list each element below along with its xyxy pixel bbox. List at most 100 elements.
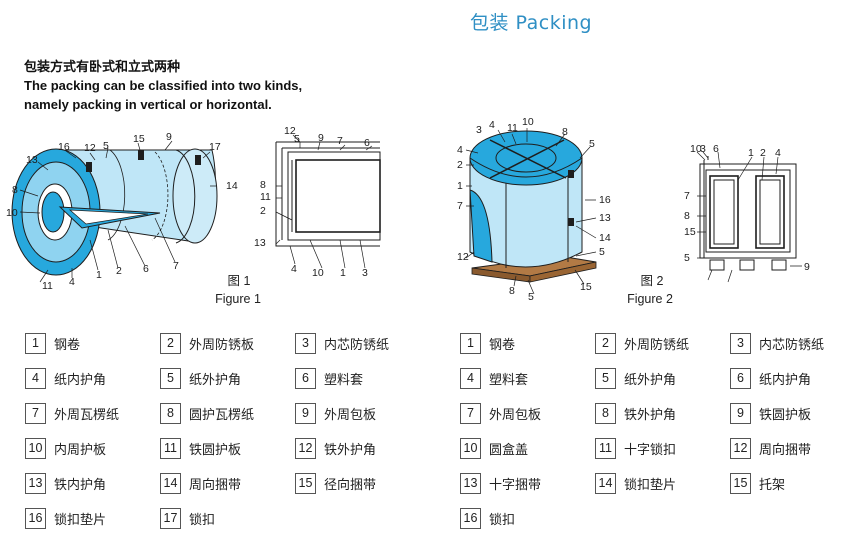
callout: 8 <box>12 184 18 196</box>
legend-item: 1 钢卷 <box>460 332 515 354</box>
legend-number: 14 <box>595 472 616 494</box>
diagram-canvas: 16 12 5 15 9 17 13 8 10 14 11 4 1 2 6 7 … <box>6 116 810 303</box>
callout: 12 <box>284 125 296 137</box>
legend-number: 10 <box>460 437 481 459</box>
page-title: 包装 Packing <box>470 12 593 34</box>
legend-number: 16 <box>25 507 46 529</box>
legend-label: 锁扣垫片 <box>624 477 677 493</box>
legend-number: 8 <box>595 402 616 424</box>
callout: 2 <box>116 265 122 277</box>
legend-number: 5 <box>595 367 616 389</box>
callout: 8 <box>509 285 515 297</box>
legend-label: 纸内护角 <box>759 372 812 388</box>
legend-number: 6 <box>295 367 316 389</box>
intro-text: 包装方式有卧式和立式两种 The packing can be classifi… <box>24 57 302 114</box>
callout: 5 <box>599 246 605 258</box>
legend-number: 2 <box>160 332 181 354</box>
legend-label: 外周防锈纸 <box>624 337 690 353</box>
figure1-horizontal-coil-drawing <box>11 148 218 276</box>
callout: 4 <box>457 144 463 156</box>
legend-label: 外周包板 <box>489 407 542 423</box>
legend-label: 锁扣垫片 <box>54 512 107 528</box>
leader-lines <box>19 128 802 295</box>
legend-number: 14 <box>160 472 181 494</box>
callout: 2 <box>760 147 766 159</box>
legend-number: 3 <box>730 332 751 354</box>
legend-label: 锁扣 <box>489 512 516 528</box>
legend-label: 外周防锈板 <box>189 337 255 353</box>
legend-number: 12 <box>295 437 316 459</box>
legend-number: 3 <box>295 332 316 354</box>
callout: 5 <box>528 291 534 303</box>
figure1-caption-en: Figure 1 <box>215 292 261 306</box>
callout: 10 <box>522 116 534 128</box>
legend-label: 内周护板 <box>54 442 107 458</box>
figure1-caption-cn: 图 1 <box>227 274 251 288</box>
callout: 1 <box>748 147 754 159</box>
callout: 3 <box>476 124 482 136</box>
callout: 12 <box>84 142 96 154</box>
callout: 3 <box>362 267 368 279</box>
callout: 7 <box>337 135 343 147</box>
callout: 1 <box>340 267 346 279</box>
callout: 6 <box>143 263 149 275</box>
legend-number: 13 <box>25 472 46 494</box>
legend-number: 13 <box>460 472 481 494</box>
legend-label: 钢卷 <box>489 337 516 353</box>
callout: 13 <box>26 154 38 166</box>
callout: 2 <box>457 159 463 171</box>
legend-number: 16 <box>460 507 481 529</box>
callout: 6 <box>364 137 370 149</box>
legend-number: 7 <box>460 402 481 424</box>
figure2-vertical-coil-drawing <box>469 130 597 283</box>
legend-item: 14 锁扣垫片 <box>595 472 676 494</box>
legend-label: 内芯防锈纸 <box>324 337 390 353</box>
legend-label: 铁内护角 <box>54 477 107 493</box>
callout: 16 <box>599 194 611 206</box>
legend-number: 17 <box>160 507 181 529</box>
legend-number: 2 <box>595 332 616 354</box>
legend-item: 10 内周护板 <box>25 437 106 459</box>
legend-label: 纸外护角 <box>624 372 677 388</box>
legend-label: 钢卷 <box>54 337 81 353</box>
legend-label: 铁圆护板 <box>189 442 242 458</box>
legend-item: 16 锁扣 <box>460 507 515 529</box>
figure2-callouts: 3 4 11 10 8 5 4 2 1 7 12 16 13 14 5 15 8… <box>457 116 810 303</box>
callout: 5 <box>589 138 595 150</box>
legend-item: 16 锁扣垫片 <box>25 507 106 529</box>
callout: 10 <box>690 143 702 155</box>
legend-label: 圆护瓦楞纸 <box>189 407 255 423</box>
callout: 2 <box>260 205 266 217</box>
legend-number: 10 <box>25 437 46 459</box>
intro-line-en-1: The packing can be classified into two k… <box>24 78 303 93</box>
legend-label: 外周瓦楞纸 <box>54 407 120 423</box>
figure1-section-drawing <box>275 141 381 247</box>
legend-number: 1 <box>460 332 481 354</box>
legend-number: 15 <box>730 472 751 494</box>
legend-item: 13 铁内护角 <box>25 472 106 494</box>
figure1-callouts: 16 12 5 15 9 17 13 8 10 14 11 4 1 2 6 7 … <box>6 125 370 292</box>
callout: 14 <box>599 232 611 244</box>
callout: 10 <box>312 267 324 279</box>
legend-number: 12 <box>730 437 751 459</box>
callout: 14 <box>226 180 238 192</box>
callout: 7 <box>457 200 463 212</box>
callout: 8 <box>260 179 266 191</box>
callout: 10 <box>6 207 18 219</box>
legend-number: 11 <box>160 437 181 459</box>
legend-label: 十字锁扣 <box>624 442 677 458</box>
legend-item: 3 内芯防锈纸 <box>295 332 389 354</box>
callout: 1 <box>457 180 463 192</box>
callout: 13 <box>599 212 611 224</box>
legend-label: 铁外护角 <box>624 407 677 423</box>
callout: 17 <box>209 141 221 153</box>
callout: 8 <box>562 126 568 138</box>
figure2-caption-cn: 图 2 <box>640 274 664 288</box>
callout: 15 <box>133 133 145 145</box>
legend-number: 4 <box>460 367 481 389</box>
